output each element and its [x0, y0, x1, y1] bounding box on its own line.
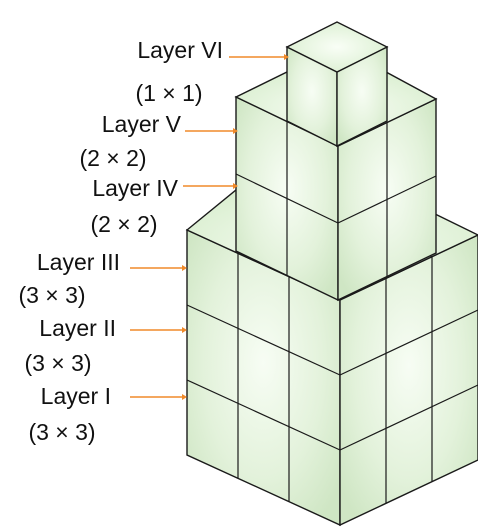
middle-grid [235, 121, 437, 277]
layer-6-size: (1 × 1) [135, 80, 202, 106]
layer-2-arrowhead [182, 327, 187, 333]
layer-1-size: (3 × 3) [28, 419, 95, 445]
layer-3-arrowhead [182, 265, 187, 271]
base-right-grid [339, 257, 478, 503]
label-layer-3: Layer III (3 × 3) [18, 249, 187, 308]
layer-1-arrowhead [182, 394, 187, 400]
layer-6-arrowhead [284, 54, 289, 60]
layer-4-name: Layer IV [92, 175, 178, 201]
layer-3-name: Layer III [37, 249, 120, 275]
layer-5-arrowhead [233, 128, 238, 134]
layer-2-name: Layer II [39, 315, 116, 341]
layer-3-size: (3 × 3) [18, 282, 85, 308]
base-left-grid [186, 253, 341, 502]
label-layer-6: Layer VI (1 × 1) [135, 37, 289, 106]
layer-4-arrowhead [233, 183, 238, 189]
top-cube-top-face [285, 21, 389, 73]
label-layer-5: Layer V (2 × 2) [79, 111, 238, 171]
layer-6-name: Layer VI [137, 37, 223, 63]
label-layer-4: Layer IV (2 × 2) [90, 175, 238, 237]
layer-2-size: (3 × 3) [24, 350, 91, 376]
layer-1-name: Layer I [41, 383, 111, 409]
cube-stack [185, 21, 478, 527]
layer-5-name: Layer V [102, 111, 182, 137]
label-layer-1: Layer I (3 × 3) [28, 383, 187, 445]
layer-5-size: (2 × 2) [79, 145, 146, 171]
label-layer-2: Layer II (3 × 3) [24, 315, 187, 376]
layer-labels: Layer VI (1 × 1) Layer V (2 × 2) Layer I… [18, 37, 289, 445]
layer-4-size: (2 × 2) [90, 211, 157, 237]
layer-6-cube [285, 21, 389, 148]
